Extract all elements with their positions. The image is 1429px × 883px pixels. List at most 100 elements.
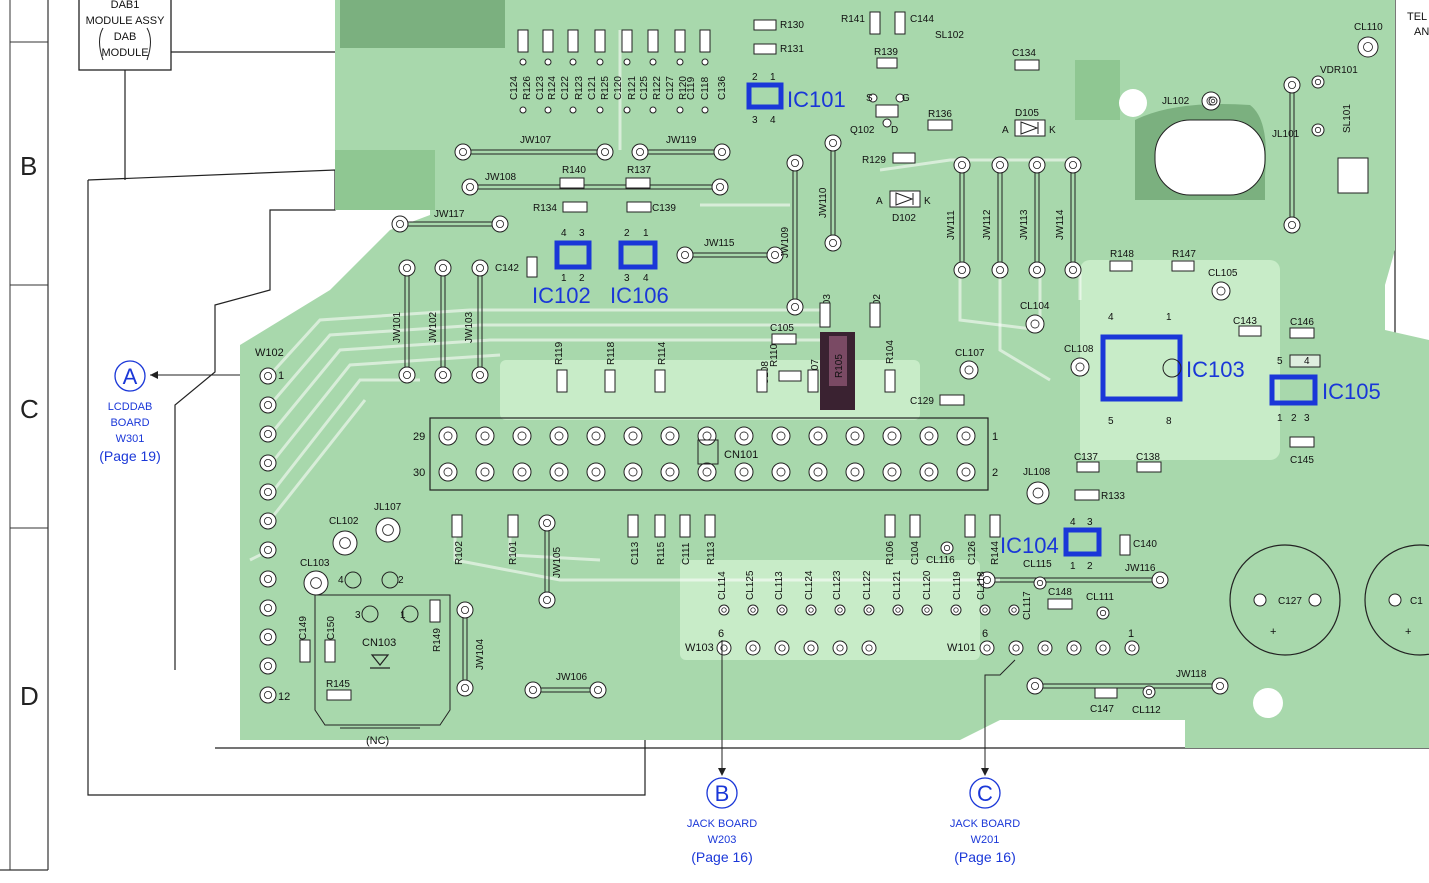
smd-pad <box>1289 327 1315 339</box>
w103-header: W103 6 <box>685 628 724 654</box>
w101-header: W101 6 1 <box>947 628 1134 654</box>
label-jl101: JL101 <box>1272 129 1300 140</box>
label-cl114: CL114 <box>717 571 728 600</box>
res-label-r120: R120 <box>678 76 689 100</box>
label-r101: R101 <box>508 541 519 565</box>
w103-pin <box>716 640 732 656</box>
cn101-pin <box>475 426 495 446</box>
label-r113: R113 <box>706 541 717 565</box>
jumper-pad <box>461 178 479 196</box>
ic101-label: IC101 <box>787 87 846 112</box>
ic-pin-numbers: 2 1 3 4 4 3 1 2 2 1 3 4 4 1 5 8 4 3 1 2 … <box>561 72 1310 572</box>
label-sl101: SL101 <box>1342 104 1353 133</box>
top-right-text-1: TEL <box>1407 11 1427 23</box>
label-r139: R139 <box>874 47 898 58</box>
ic103-pin4: 4 <box>1108 312 1114 323</box>
ref-jack-b-line1: JACK BOARD <box>687 818 757 830</box>
smd-pad <box>927 119 953 131</box>
cl-pad <box>718 604 730 616</box>
smd-pad <box>884 514 896 538</box>
label-cl104: CL104 <box>1020 301 1050 312</box>
ref-jack-b-letter: B <box>715 781 730 806</box>
label-r118: R118 <box>606 341 617 365</box>
label-c142: C142 <box>495 263 519 274</box>
smd-pad <box>1238 325 1262 337</box>
d105-anode: A <box>1002 125 1009 136</box>
cn101-pin <box>771 426 791 446</box>
smd-pad <box>526 256 538 278</box>
ref-jack-c-line2: W201 <box>971 834 1000 846</box>
smd-pad <box>1074 489 1100 501</box>
smd-pad <box>964 514 976 538</box>
w103-pin6: 6 <box>718 628 724 640</box>
cn101-pin <box>438 426 458 446</box>
dab-module-box: DAB1 MODULE ASSY DAB MODULE <box>78 0 172 71</box>
cn101-pin <box>512 462 532 482</box>
jumper-pad <box>1064 156 1082 174</box>
label-r119: R119 <box>554 341 565 365</box>
jumper-pad <box>456 601 474 619</box>
smd-pad <box>989 514 1001 538</box>
label-c137: C137 <box>1074 452 1098 463</box>
label-r136: R136 <box>928 109 952 120</box>
label-c105: C105 <box>770 323 794 334</box>
jumper-pad <box>711 178 729 196</box>
ref-lcddab-line2: BOARD <box>110 417 149 429</box>
smd-pad <box>626 201 652 213</box>
jumper-pad <box>786 298 804 316</box>
label-jw111: JW111 <box>946 210 957 240</box>
jumper-pad <box>434 366 452 384</box>
cl-pad <box>863 604 875 616</box>
label-r129: R129 <box>862 155 886 166</box>
label-jl107: JL107 <box>374 502 402 513</box>
jumper-jw116 <box>978 571 1169 589</box>
cap-label-c127: C127 <box>665 76 676 100</box>
smd-pad <box>559 177 585 189</box>
w103-pin <box>861 640 877 656</box>
cl-pad <box>979 604 991 616</box>
ic101-pin1: 1 <box>770 72 776 83</box>
ref-lcddab[interactable]: A LCDDAB BOARD W301 (Page 19) <box>99 360 240 464</box>
w102-pin12-label: 12 <box>278 691 290 703</box>
label-r148: R148 <box>1110 249 1134 260</box>
ic-highlights <box>554 82 1321 557</box>
label-cl124: CL124 <box>804 570 815 600</box>
label-jw116: JW116 <box>1125 563 1156 574</box>
res-label-r124: R124 <box>547 76 558 100</box>
d102-diode: A K <box>876 190 931 208</box>
cl-round-pad <box>1096 606 1110 620</box>
smd-pad <box>299 639 311 663</box>
w102-pin <box>259 657 277 675</box>
w102-pin <box>259 512 277 530</box>
smd-pad <box>753 19 777 31</box>
cl-pad <box>1008 604 1020 616</box>
top-cap-pad <box>647 29 659 53</box>
smd-pad <box>778 370 802 382</box>
ref-jack-b[interactable]: B JACK BOARD W203 (Page 16) <box>687 640 757 865</box>
ref-jack-c[interactable]: C JACK BOARD W201 (Page 16) <box>950 659 1020 865</box>
label-cl102: CL102 <box>329 516 359 527</box>
label-cl108: CL108 <box>1064 344 1094 355</box>
label-r130: R130 <box>780 20 804 31</box>
label-c134: C134 <box>1012 48 1036 59</box>
q102-drain: D <box>891 125 898 136</box>
w102-connector: W102 1 12 <box>255 347 290 704</box>
cl-round-pad <box>332 530 358 556</box>
smd-pad <box>451 514 463 538</box>
w102-pin <box>259 628 277 646</box>
cl-round-pad <box>303 570 329 596</box>
jumper-jw110 <box>824 134 842 252</box>
smd-pad <box>326 689 352 701</box>
smd-pad <box>1076 461 1100 473</box>
jumper-pad <box>991 261 1009 279</box>
smd-pad <box>679 514 691 538</box>
jumper-pad <box>1211 677 1229 695</box>
w102-pin <box>259 396 277 414</box>
cl-pad <box>776 604 788 616</box>
ic106-label: IC106 <box>610 283 669 308</box>
jumper-jw108 <box>461 178 729 196</box>
res-label-r123: R123 <box>574 76 585 100</box>
cn101-pin <box>845 426 865 446</box>
cn101-pin <box>697 426 717 446</box>
cn101-pin <box>697 462 717 482</box>
